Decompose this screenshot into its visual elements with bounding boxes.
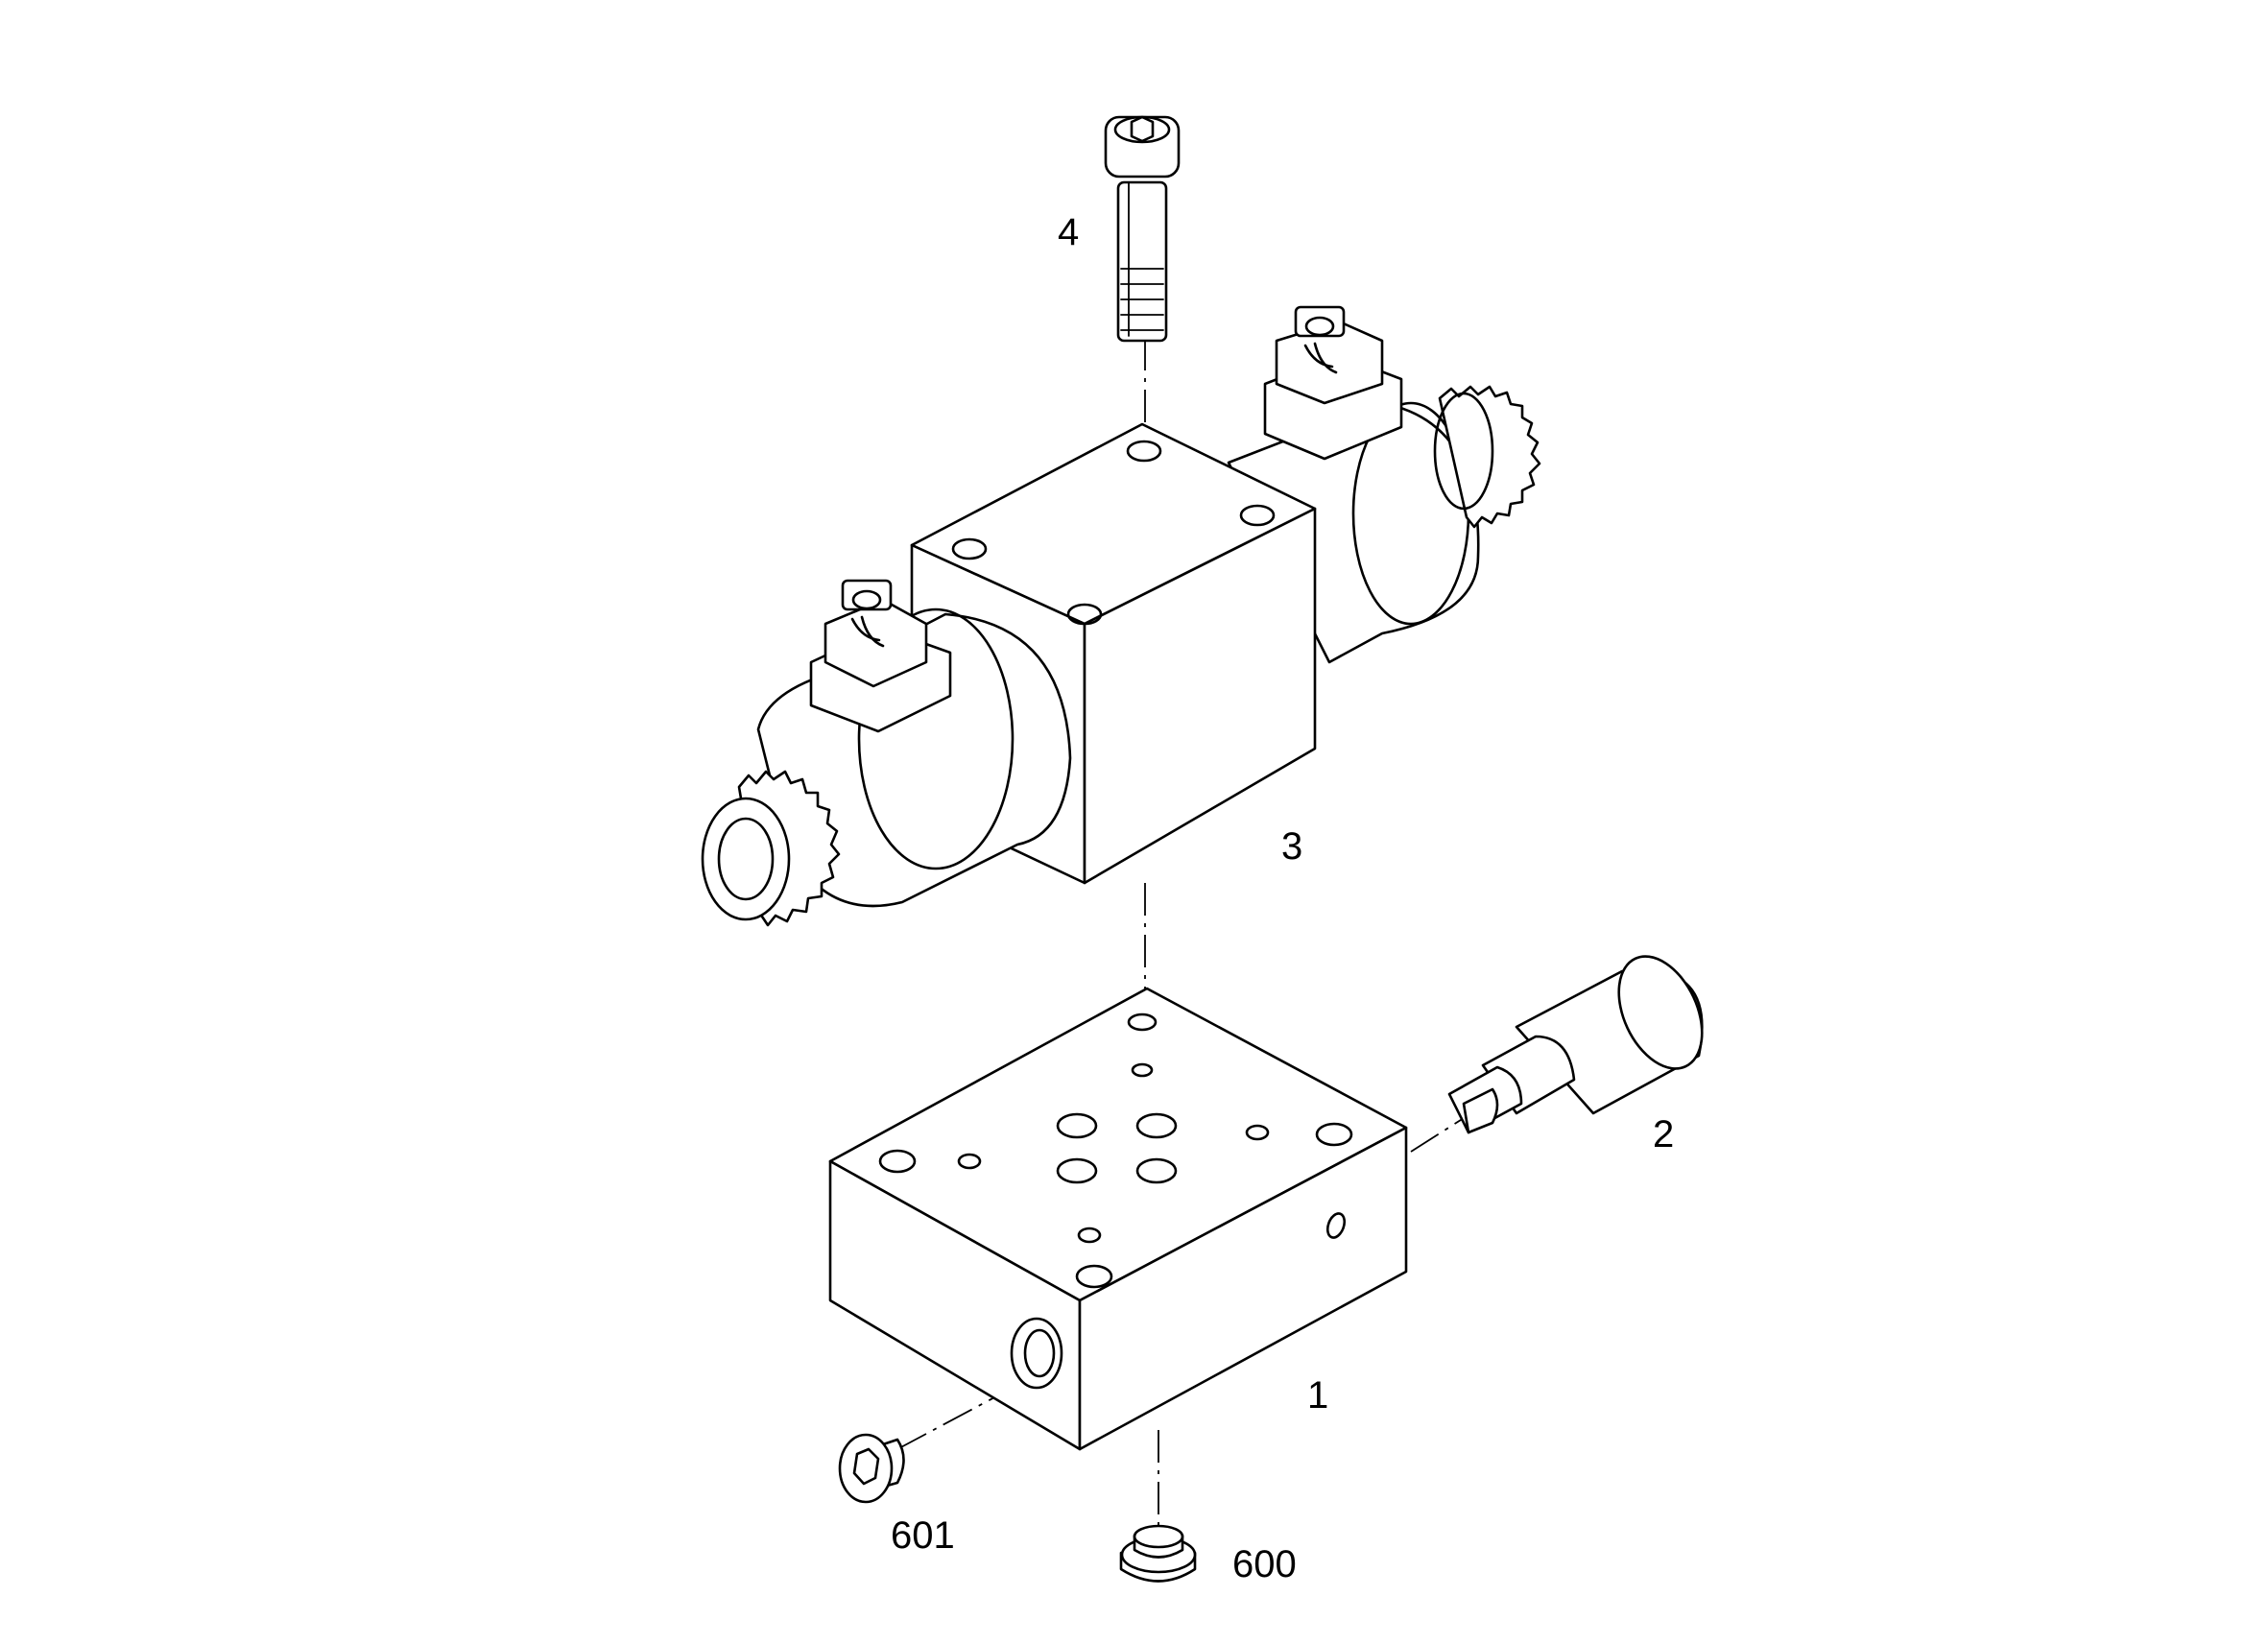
callout-directional-valve: 3 xyxy=(1281,825,1303,868)
solenoid-valve xyxy=(701,305,1541,927)
bottom-plug xyxy=(1119,1524,1197,1583)
callout-pressure-switch: 2 xyxy=(1653,1113,1675,1156)
callout-subplate: 1 xyxy=(1307,1374,1329,1417)
pressure-switch xyxy=(1447,955,1704,1134)
side-plug xyxy=(838,1433,905,1504)
callout-screw: 4 xyxy=(1058,211,1080,253)
subplate xyxy=(828,987,1408,1451)
callout-plug-bottom: 600 xyxy=(1232,1543,1297,1585)
callout-plug-side: 601 xyxy=(891,1514,955,1557)
cap-screw xyxy=(1104,115,1181,343)
